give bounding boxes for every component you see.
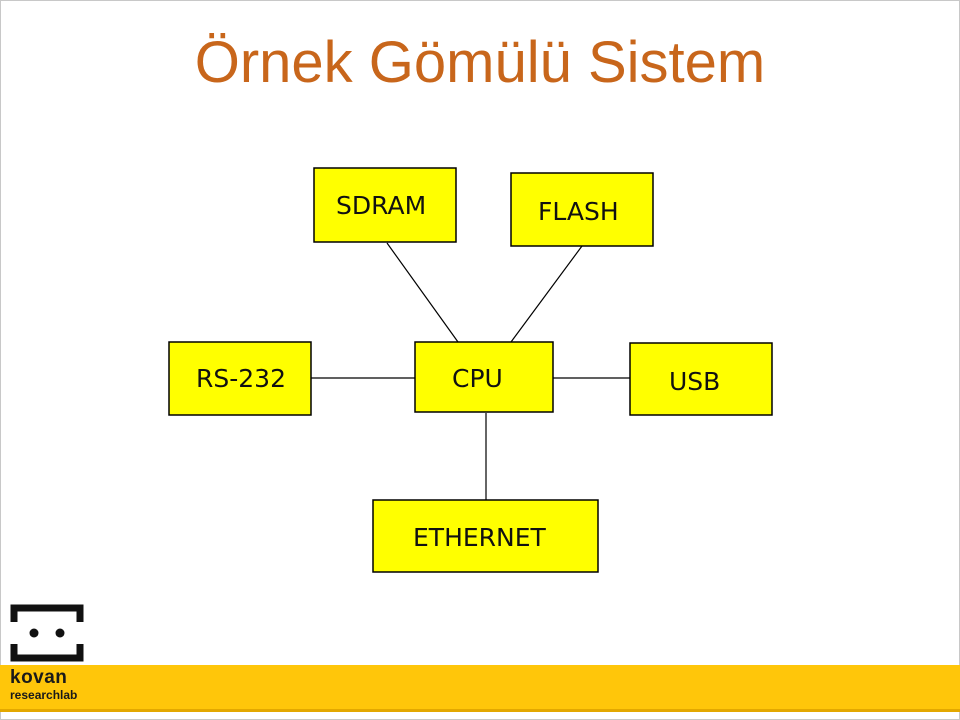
flash-label: FLASH	[538, 197, 619, 226]
cpu-label: CPU	[452, 364, 503, 393]
footer-divider	[0, 709, 960, 712]
ethernet-block: ETHERNET	[372, 499, 599, 573]
ethernet-label: ETHERNET	[413, 523, 547, 552]
footer-bar	[0, 665, 960, 709]
rs232-label: RS-232	[196, 364, 286, 393]
usb-block: USB	[629, 342, 773, 416]
sdram-label: SDRAM	[336, 191, 426, 220]
link-cpu-sdram	[386, 242, 459, 343]
usb-label: USB	[669, 367, 720, 396]
kovan-logo-icon	[10, 604, 84, 662]
sdram-block: SDRAM	[313, 167, 457, 243]
link-cpu-flash	[510, 245, 583, 343]
slide-title: Örnek Gömülü Sistem	[194, 30, 766, 95]
cpu-block: CPU	[414, 341, 554, 413]
logo-wordmark: kovan	[10, 667, 68, 688]
rs232-block: RS-232	[168, 341, 312, 416]
logo-subtitle: researchlab	[10, 688, 78, 702]
flash-block: FLASH	[510, 172, 654, 247]
